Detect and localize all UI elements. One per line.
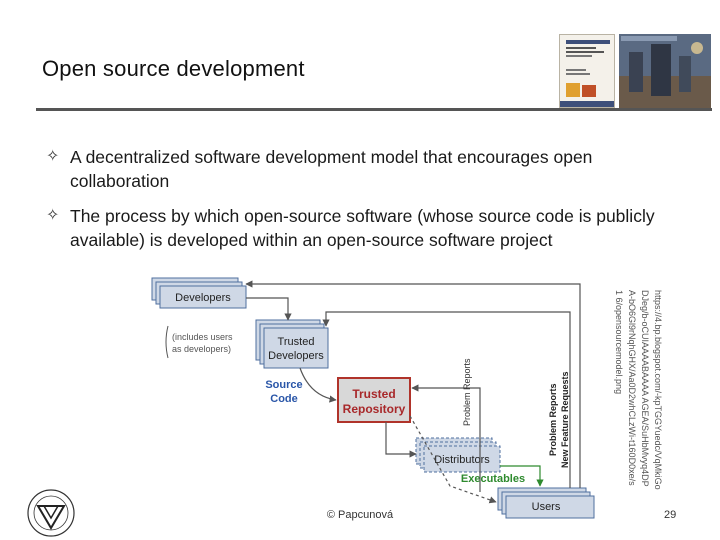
photo-graphic [619, 34, 711, 108]
includes-users-note: (includes users [172, 332, 233, 342]
bullet-marker: ✧ [46, 207, 60, 224]
new-feature-requests-label: New Feature Requests [560, 371, 570, 468]
page-title: Open source development [42, 56, 305, 81]
diagram-arrows [245, 280, 581, 504]
includes-bracket [165, 325, 169, 359]
university-seal-logo [27, 489, 75, 537]
problem-reports-label-2: Problem Reports [548, 383, 558, 456]
problem-reports-label: Problem Reports [462, 358, 472, 426]
bullet-item: ✧ A decentralized software development m… [46, 145, 686, 193]
book-cover-graphic [560, 35, 614, 107]
distributors-node: Distributors [415, 437, 501, 473]
trusted-developers-label-1: Trusted [278, 336, 315, 348]
page-number: 29 [664, 509, 677, 521]
image-source-url: https://4.bp.blogspot.com/-kpTGGYuedc/Vq… [614, 290, 663, 490]
trusted-repository-node: Trusted Repository [337, 377, 411, 423]
trusted-developers-node: Trusted Developers [255, 319, 329, 369]
bullet-text: A decentralized software development mod… [70, 147, 593, 191]
developers-label: Developers [175, 292, 231, 304]
users-label: Users [532, 501, 561, 513]
photo-image [619, 34, 711, 108]
trusted-developers-label-2: Developers [268, 350, 324, 362]
bullet-item: ✧ The process by which open-source softw… [46, 204, 686, 252]
book-cover-image [559, 34, 615, 108]
distributors-label: Distributors [434, 454, 490, 466]
users-node: Users [497, 487, 595, 519]
open-source-model-diagram: Developers (includes users as developers… [151, 277, 595, 519]
footer-author: © Papcunová [326, 509, 394, 521]
title-divider [36, 108, 712, 111]
bullet-text: The process by which open-source softwar… [70, 206, 655, 250]
trusted-repository-label-2: Repository [343, 402, 406, 416]
includes-users-note-2: as developers) [172, 344, 231, 354]
bullet-marker: ✧ [46, 148, 60, 165]
developers-node: Developers [151, 277, 247, 309]
trusted-repository-label-1: Trusted [352, 387, 395, 401]
source-code-label-1: Source [265, 379, 302, 391]
source-code-label-2: Code [270, 393, 298, 405]
executables-label: Executables [461, 473, 525, 485]
